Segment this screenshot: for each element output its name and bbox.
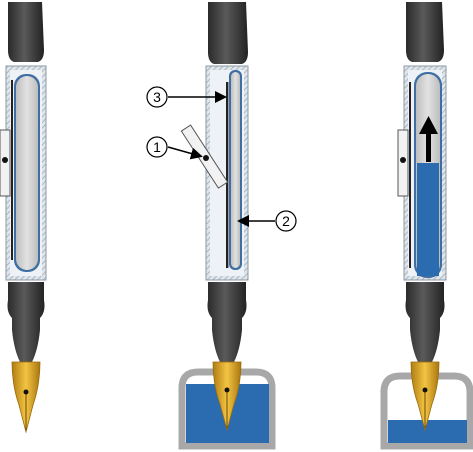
pressure-bar	[409, 82, 411, 268]
callout-3: 3	[146, 86, 227, 108]
callout-1-label: 1	[153, 139, 161, 155]
callout-1: 1	[146, 136, 203, 160]
callout-2: 2	[237, 210, 297, 232]
lever-pivot-icon	[203, 155, 209, 161]
pen-top-cap	[8, 2, 44, 62]
pen-section	[7, 282, 45, 362]
nib-breather-hole-icon	[224, 387, 230, 393]
callout-2-label: 2	[282, 213, 290, 229]
callout-3-label: 3	[153, 89, 161, 105]
nib-breather-hole-icon	[23, 389, 29, 395]
bottle-ink-level	[388, 420, 467, 443]
nib-breather-hole-icon	[422, 387, 428, 393]
pressure-bar	[11, 80, 13, 260]
lever-pivot-icon	[400, 157, 406, 163]
pen-left	[0, 2, 47, 434]
ink-in-sac	[417, 163, 439, 276]
pen-top-cap	[406, 2, 444, 62]
pen-section	[405, 282, 445, 362]
pen-section	[207, 282, 247, 362]
pen-top-cap	[208, 2, 248, 64]
pressure-bar	[226, 82, 229, 268]
lever-pivot-icon	[2, 157, 8, 163]
pen-middle	[178, 2, 276, 450]
pen-right	[380, 2, 473, 450]
arrow-up-icon	[419, 116, 438, 162]
